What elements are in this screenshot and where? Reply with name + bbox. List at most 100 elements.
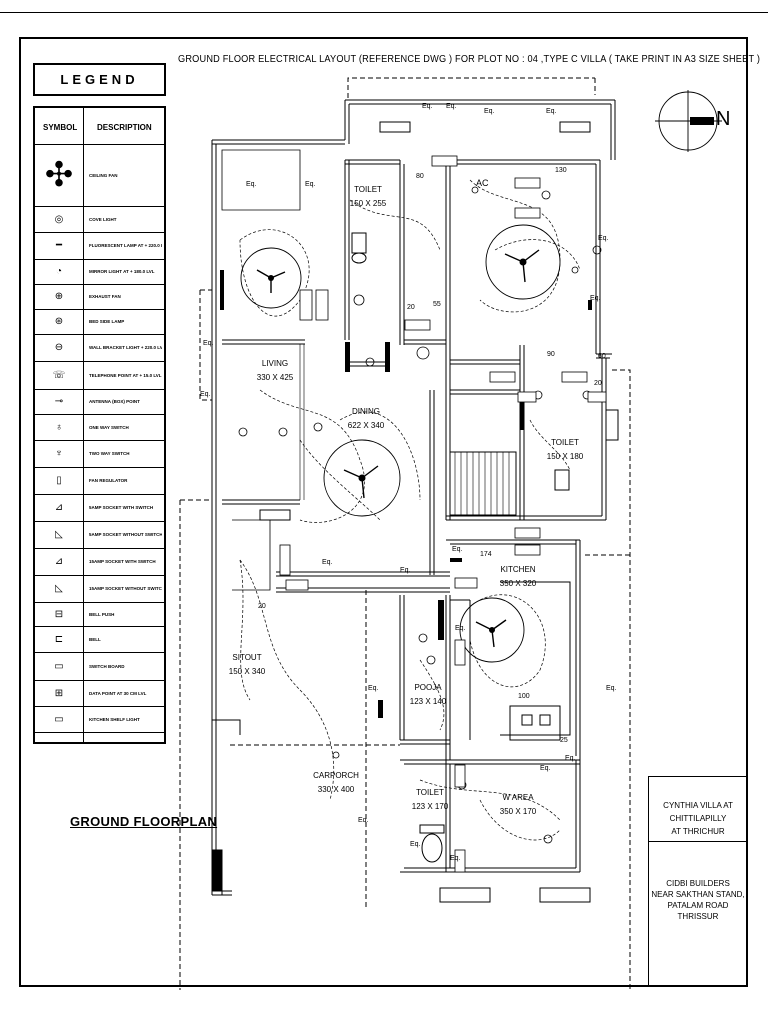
dimension-label: 60 (598, 353, 606, 360)
fan-regulator-icon: ▯ (56, 475, 62, 486)
eq-marker: Eq. (410, 841, 421, 848)
eq-marker: Eq. (546, 108, 557, 115)
legend-description: BELL PUSH (89, 611, 115, 617)
sheet-top-rule (0, 12, 768, 13)
dimension-label: 174 (480, 551, 492, 558)
builder-line: THRISSUR (677, 912, 719, 921)
dimension-label: 55 (433, 301, 441, 308)
eq-marker: Eq. (565, 755, 576, 762)
legend-row: ▭ KITCHEN SHELF LIGHT (35, 706, 164, 733)
dimension-label: 90 (547, 351, 555, 358)
legend-description: DATA POINT AT 30 CM LVL (89, 690, 147, 696)
15amp-socket-switch-icon: ⊿ (54, 556, 64, 567)
room-size: 350 X 320 (500, 579, 537, 588)
legend-title: LEGEND (33, 63, 166, 96)
room-name: TOILET (551, 438, 579, 447)
room-size: 150 X 255 (350, 199, 387, 208)
legend-description: FAN REGULATOR (89, 478, 128, 483)
room-name: KITCHEN (500, 565, 535, 574)
eq-marker: Eq. (358, 817, 369, 824)
legend-row: ⊸ANTENNA (BOX) POINT (35, 389, 164, 415)
legend-description: FLUORESCENT LAMP AT + 220.0 LVL (89, 243, 162, 248)
legend-description: TELEPHONE POINT AT + 15.0 LVL (89, 372, 162, 378)
one-way-switch-icon: ♁ (55, 421, 63, 433)
dimension-label: 130 (555, 167, 567, 174)
legend-row: ▯ FAN REGULATOR (35, 467, 164, 495)
legend-description: 15AMP SOCKET WITHOUT SWITCH (89, 586, 162, 591)
legend-row: ◺ 5AMP SOCKET WITHOUT SWITCH (35, 521, 164, 549)
eq-marker: Eq. (246, 181, 257, 188)
eq-marker: Eq. (452, 546, 463, 553)
eq-marker: Eq. (200, 391, 211, 398)
project-line-1: CYNTHIA VILLA AT CHITTILAPILLY (663, 801, 733, 823)
legend-row: ◎COVE LIGHT (35, 206, 164, 233)
project-name: CYNTHIA VILLA AT CHITTILAPILLY AT THRICH… (651, 799, 745, 838)
plan-label: GROUND FLOORPLAN (70, 814, 218, 829)
eq-marker: Eq. (422, 103, 433, 110)
room-size: 150 X 180 (547, 452, 584, 461)
bell-icon: ⊏ (54, 633, 64, 645)
room-name: SITOUT (232, 653, 261, 662)
eq-marker: Eq. (484, 108, 495, 115)
legend-row: ⊕EXHAUST FAN (35, 284, 164, 310)
legend-description: 15AMP SOCKET WITH SWITCH (89, 559, 156, 564)
builder-line: PATALAM ROAD (667, 901, 729, 910)
legend-row: ⊟ BELL PUSH (35, 602, 164, 627)
room-name: TOILET (354, 185, 382, 194)
room-name: DINING (352, 407, 380, 416)
antenna-point-icon: ⊸ (54, 396, 64, 407)
telephone-point-icon: ☏ (52, 369, 66, 381)
legend-row: ♆TWO WAY SWITCH (35, 440, 164, 468)
bedside-lamp-icon: ⊛ (54, 316, 64, 327)
wall-bracket-light-icon: ⊖ (54, 342, 64, 353)
title-block-divider (649, 841, 747, 842)
legend-row: ⊿ 5AMP SOCKET WITH SWITCH (35, 494, 164, 522)
room-name: POOJA (414, 683, 442, 692)
legend-description: ONE WAY SWITCH (89, 424, 129, 430)
fluorescent-lamp-icon: ━ (55, 240, 63, 251)
ceiling-fan-icon: ✣ (44, 156, 74, 194)
legend-row: ⊞ DATA POINT AT 30 CM LVL (35, 680, 164, 707)
mirror-light-icon: ◔ (55, 266, 63, 277)
room-name: TOILET (416, 788, 444, 797)
legend-description: BELL (89, 636, 101, 642)
project-line-2: AT THRICHUR (671, 827, 725, 836)
dimension-label: 20 (407, 304, 415, 311)
legend-description: COVE LIGHT (89, 216, 117, 222)
legend-description: 5AMP SOCKET WITH SWITCH (89, 505, 154, 510)
5amp-socket-no-switch-icon: ◺ (55, 529, 63, 540)
eq-marker: Eq. (540, 765, 551, 772)
data-point-icon: ⊞ (54, 687, 64, 699)
bell-push-icon: ⊟ (54, 608, 64, 620)
legend-column-divider (83, 108, 84, 742)
dimension-label: 20 (594, 380, 602, 387)
legend-header: SYMBOL DESCRIPTION (35, 108, 164, 145)
legend-row: ━ FLUORESCENT LAMP AT + 220.0 LVL (35, 232, 164, 260)
legend-row: ◔MIRROR LIGHT AT + 180.0 LVL (35, 259, 164, 285)
5amp-socket-switch-icon: ⊿ (54, 502, 64, 513)
kitchen-shelf-light-icon: ▭ (54, 713, 64, 725)
eq-marker: Eq. (400, 567, 411, 574)
room-size: 150 X 340 (229, 667, 266, 676)
room-size: 330 X 425 (257, 373, 294, 382)
15amp-socket-no-switch-icon: ◺ (55, 583, 63, 594)
eq-marker: Eq. (322, 559, 333, 566)
legend-row: ◺ 15AMP SOCKET WITHOUT SWITCH (35, 575, 164, 603)
room-size: 123 X 140 (410, 697, 447, 706)
legend-description: KITCHEN SHELF LIGHT (89, 716, 140, 722)
dimension-label: 80 (416, 173, 424, 180)
legend-row: ♁ ONE WAY SWITCH (35, 414, 164, 441)
room-name: LIVING (262, 359, 288, 368)
sheet-title: GROUND FLOOR ELECTRICAL LAYOUT (REFERENC… (178, 54, 761, 65)
legend-row: ⊖WALL BRACKET LIGHT + 220.0 LVL (35, 334, 164, 362)
title-block: CYNTHIA VILLA AT CHITTILAPILLY AT THRICH… (648, 776, 748, 987)
room-name: W AREA (502, 793, 534, 802)
legend-description: CEILING FAN (89, 172, 118, 178)
exhaust-fan-icon: ⊕ (54, 291, 64, 302)
room-size: 330 X 400 (318, 785, 355, 794)
dimension-label: 100 (518, 693, 530, 700)
dimension-label: 20 (258, 603, 266, 610)
eq-marker: Eq. (446, 103, 457, 110)
legend-description: 5AMP SOCKET WITHOUT SWITCH (89, 532, 162, 537)
